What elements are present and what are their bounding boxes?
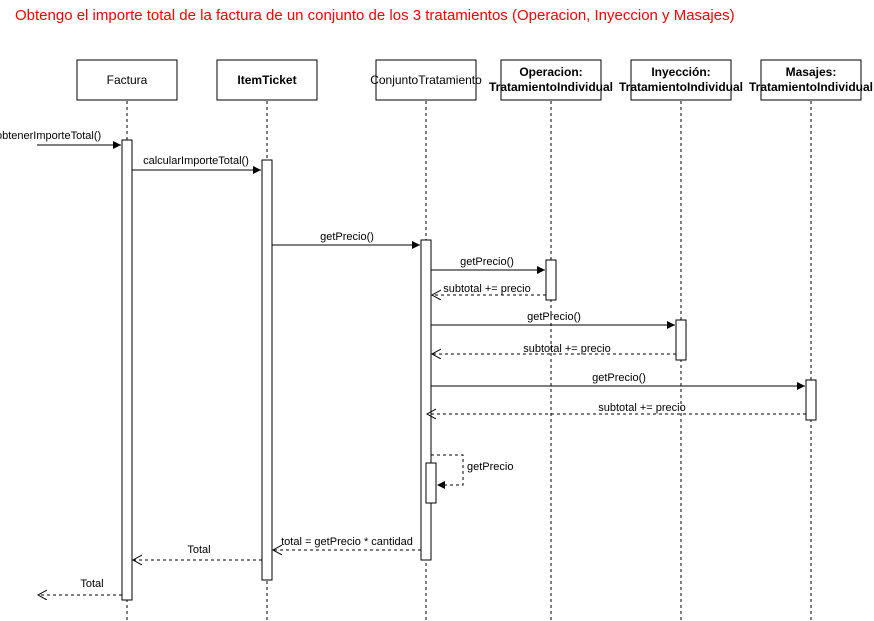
participant-masajes[interactable] <box>760 59 862 101</box>
participant-label-conjunto: ConjuntoTratamiento <box>370 73 482 87</box>
label-get-precio-operacion: getPrecio() <box>460 256 514 268</box>
participant-label-factura: Factura <box>107 73 148 87</box>
participant-inyeccion[interactable] <box>630 59 732 101</box>
participant-operacion[interactable] <box>500 59 602 101</box>
label-obtener-importe-total: obtenerImporteTotal() <box>0 130 101 142</box>
msg-self-get-precio <box>431 454 464 489</box>
diagram-title: Obtengo el importe total de la factura d… <box>15 7 735 24</box>
activation-itemticket <box>261 159 273 581</box>
label-return-operacion: subtotal += precio <box>443 283 530 295</box>
activation-conjunto <box>420 239 432 561</box>
participant-label-inyeccion-line1: Inyección: <box>651 65 710 79</box>
participant-label-operacion-line2: TratamientoIndividual <box>489 80 613 94</box>
label-return-factura: Total <box>80 578 103 590</box>
participant-conjunto[interactable] <box>375 59 477 101</box>
participant-label-itemticket: ItemTicket <box>237 73 296 87</box>
label-return-inyeccion: subtotal += precio <box>523 343 610 355</box>
activation-operacion <box>545 259 557 301</box>
label-get-precio-inyeccion: getPrecio() <box>527 311 581 323</box>
activation-inyeccion <box>675 319 687 361</box>
participant-label-inyeccion-line2: TratamientoIndividual <box>619 80 743 94</box>
label-return-masajes: subtotal += precio <box>598 402 685 414</box>
activation-conjunto-self <box>425 462 437 504</box>
participant-factura[interactable] <box>76 59 178 101</box>
participant-label-masajes-line2: TratamientoIndividual <box>749 80 873 94</box>
participant-label-operacion-line1: Operacion: <box>519 65 582 79</box>
label-calcular-importe-total: calcularImporteTotal() <box>143 155 249 167</box>
label-return-itemticket: Total <box>187 544 210 556</box>
label-get-precio-masajes: getPrecio() <box>592 372 646 384</box>
participant-itemticket[interactable] <box>216 59 318 101</box>
participant-label-masajes-line1: Masajes: <box>786 65 837 79</box>
label-return-conjunto: total = getPrecio * cantidad <box>281 536 413 548</box>
activation-masajes <box>805 379 817 421</box>
activation-factura <box>121 139 133 601</box>
label-self-get-precio: getPrecio <box>467 461 513 473</box>
label-get-precio-conjunto: getPrecio() <box>320 231 374 243</box>
